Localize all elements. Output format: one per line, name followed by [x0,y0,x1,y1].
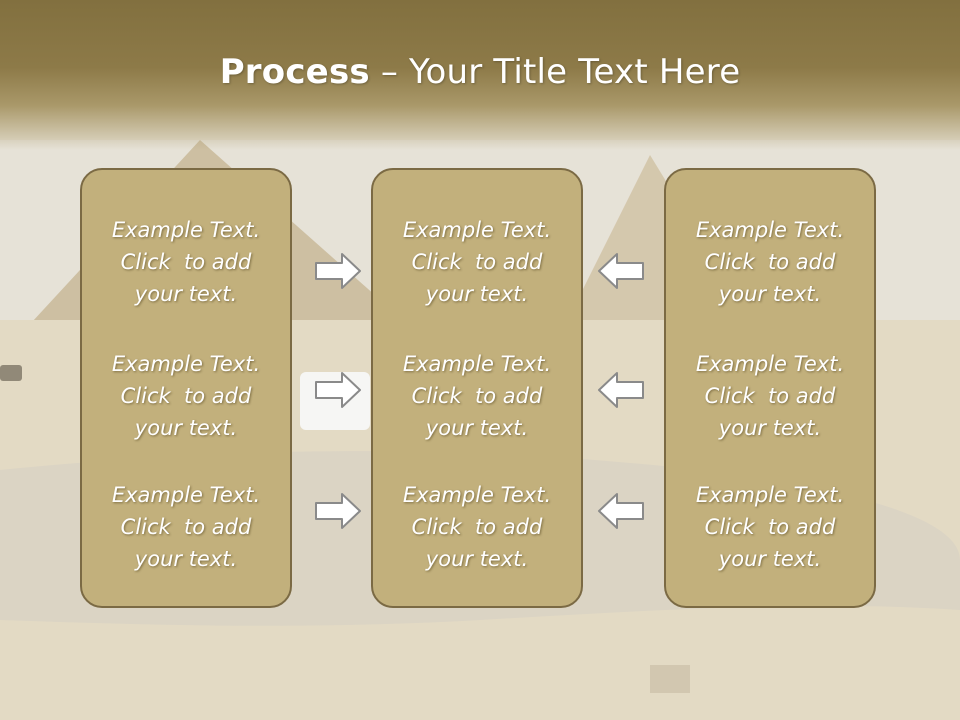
right-arrow-icon [315,493,361,529]
text-line: Click to add [704,384,836,408]
text-line: Click to add [411,515,543,539]
text-placeholder[interactable]: Example Text. Click to add your text. [373,348,581,444]
text-line: your text. [134,416,238,440]
text-line: your text. [718,547,822,571]
text-line: Example Text. [695,218,845,242]
text-line: Click to add [411,384,543,408]
text-placeholder[interactable]: Example Text. Click to add your text. [373,214,581,310]
left-arrow-icon [598,372,644,408]
process-box-left[interactable]: Example Text. Click to add your text. Ex… [80,168,292,608]
text-placeholder[interactable]: Example Text. Click to add your text. [373,479,581,575]
slide-title[interactable]: Process – Your Title Text Here [0,52,960,92]
text-line: your text. [134,282,238,306]
right-arrow-icon [315,372,361,408]
text-line: Example Text. [402,483,552,507]
process-box-center[interactable]: Example Text. Click to add your text. Ex… [371,168,583,608]
text-line: your text. [718,282,822,306]
title-rest: – Your Title Text Here [369,52,741,92]
text-line: Click to add [704,250,836,274]
text-line: Click to add [120,250,252,274]
text-line: your text. [425,282,529,306]
text-placeholder[interactable]: Example Text. Click to add your text. [666,214,874,310]
text-placeholder[interactable]: Example Text. Click to add your text. [666,348,874,444]
left-arrow-icon [598,493,644,529]
text-placeholder[interactable]: Example Text. Click to add your text. [666,479,874,575]
process-box-right[interactable]: Example Text. Click to add your text. Ex… [664,168,876,608]
text-line: Example Text. [111,218,261,242]
text-placeholder[interactable]: Example Text. Click to add your text. [82,214,290,310]
right-arrow-icon [315,253,361,289]
title-bold: Process [219,52,370,92]
text-placeholder[interactable]: Example Text. Click to add your text. [82,348,290,444]
text-line: Click to add [704,515,836,539]
text-line: Example Text. [111,352,261,376]
text-line: Example Text. [111,483,261,507]
header-band [0,0,960,150]
text-line: Example Text. [402,218,552,242]
left-arrow-icon [598,253,644,289]
text-line: Example Text. [695,483,845,507]
text-line: your text. [425,547,529,571]
text-line: Click to add [411,250,543,274]
text-line: Click to add [120,515,252,539]
text-line: Click to add [120,384,252,408]
text-line: Example Text. [402,352,552,376]
text-line: your text. [425,416,529,440]
text-placeholder[interactable]: Example Text. Click to add your text. [82,479,290,575]
text-line: Example Text. [695,352,845,376]
text-line: your text. [718,416,822,440]
text-line: your text. [134,547,238,571]
